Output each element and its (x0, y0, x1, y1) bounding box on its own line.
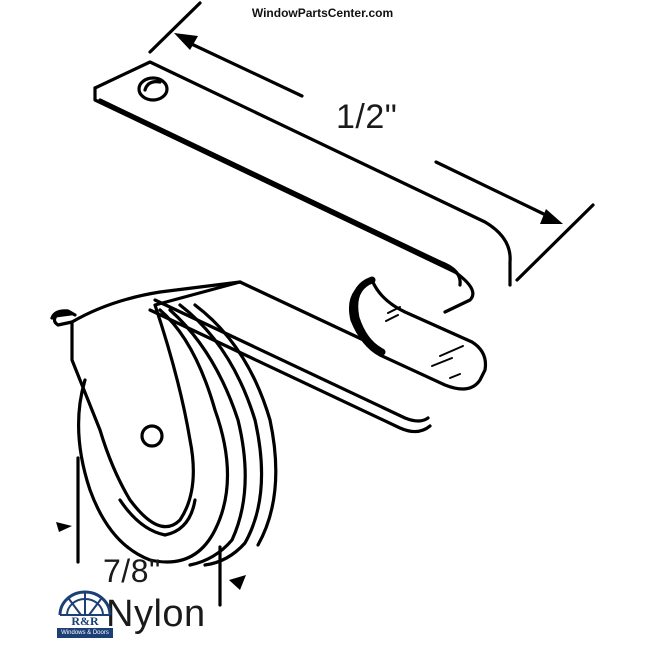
arm-length-label: 1/2" (336, 98, 398, 136)
mounting-arm (93, 60, 512, 287)
arched-window-icon (58, 590, 112, 616)
s-bend-spring (349, 260, 488, 391)
wheel-assembly (50, 280, 278, 567)
brand-logo: R&R Windows & Doors (57, 590, 113, 638)
lower-arm (148, 280, 432, 434)
arm-dimension-arrows (148, 1, 595, 282)
brand-initials: R&R (71, 614, 99, 628)
brand-tagline: Windows & Doors (57, 628, 113, 638)
wheel-diameter-label: 7/8" (103, 553, 161, 589)
watermark-text: WindowPartsCenter.com (251, 6, 394, 20)
material-label: Nylon (106, 593, 206, 635)
wheel-dimension-arrows (56, 456, 246, 607)
